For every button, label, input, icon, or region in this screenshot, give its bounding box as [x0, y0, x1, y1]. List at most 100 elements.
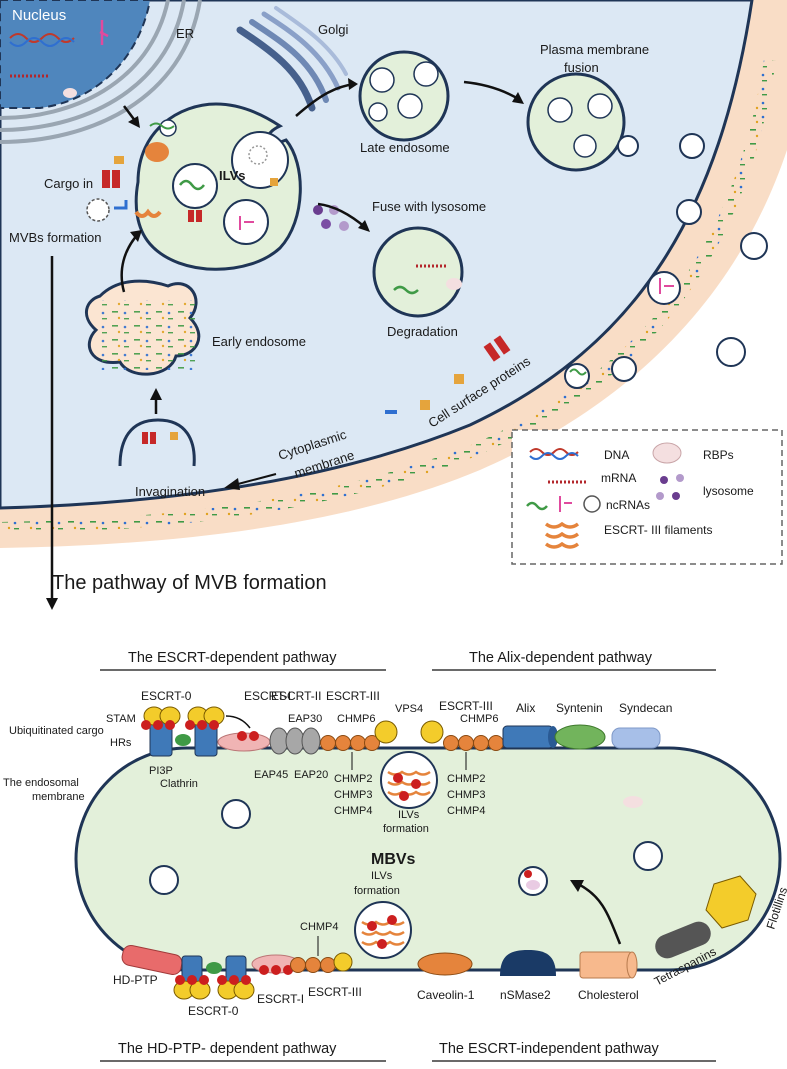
chmp3-label-right: CHMP3: [447, 789, 486, 801]
flotillin-molecule: [705, 875, 757, 929]
chmp2-label-right: CHMP2: [447, 773, 486, 785]
escrt2-label: ESCRT-II: [271, 689, 321, 703]
arrow-independent: [577, 882, 622, 945]
eap20-label: EAP20: [294, 769, 328, 781]
invagination-label: Invagination: [135, 484, 205, 499]
budding-ilv: [380, 751, 438, 809]
clathrin-label: Clathrin: [160, 778, 198, 790]
escrt0-label-top: ESCRT-0: [141, 689, 192, 703]
escrt1-label-bottom: ESCRT-I: [257, 992, 304, 1006]
escrt1-bottom: [251, 954, 301, 975]
vps4-complex: [374, 720, 444, 744]
ilvs-formation-label-top-1: ILVs: [398, 809, 420, 821]
syndecan-protein: [611, 727, 661, 749]
chmp4-label-right: CHMP4: [447, 805, 486, 817]
mvbs-formation-label: MVBs formation: [9, 230, 101, 245]
chmp6-label-right: CHMP6: [460, 713, 499, 725]
escrt1-top: [217, 731, 271, 752]
invagination: [118, 418, 196, 467]
nsmase2-label: nSMase2: [500, 988, 551, 1002]
endosomal-membrane-label-1: The endosomal: [3, 777, 79, 789]
escrt3-chain-top: [320, 735, 380, 751]
pathways-section: The ESCRT-dependent pathway The Alix-dep…: [3, 650, 787, 1062]
stam-label: STAM: [106, 713, 136, 725]
escrt0-label-bottom: ESCRT-0: [188, 1004, 239, 1018]
escrt0-top: [141, 706, 225, 757]
golgi: [236, 6, 348, 112]
section-title: The pathway of MVB formation: [52, 572, 327, 594]
caveolin-protein: [417, 952, 473, 976]
mbvs-label: MBVs: [371, 851, 416, 868]
ncrna-icon: [526, 501, 548, 511]
eap30-label: EAP30: [288, 713, 322, 725]
mvb: ILVs: [134, 102, 302, 271]
tetraspanin-molecule: [655, 921, 711, 959]
caveolin-label: Caveolin-1: [417, 988, 475, 1002]
rbp-inside: [623, 796, 643, 808]
degradation-vesicle: [372, 226, 464, 318]
early-endosome: [85, 279, 201, 376]
escrt0-bottom: [173, 955, 255, 1000]
escrt3-label-top: ESCRT-III: [326, 689, 380, 703]
chmp3-label-left: CHMP3: [334, 789, 373, 801]
hrs-label: HRs: [110, 737, 132, 749]
er-label: ER: [176, 26, 194, 41]
hdptp-dependent-title: The HD-PTP- dependent pathway: [118, 1041, 337, 1057]
legend-escrt: ESCRT- III filaments: [604, 523, 712, 537]
legend-ncrnas: ncRNAs: [606, 498, 650, 512]
chmp4-label-bottom: CHMP4: [300, 921, 339, 933]
legend-rbps: RBPs: [703, 448, 734, 462]
ilvs-label: ILVs: [219, 168, 246, 183]
cholesterol-molecule: [579, 951, 633, 979]
cargo-in-label: Cargo in: [44, 176, 93, 191]
chmp6-label-left: CHMP6: [337, 713, 376, 725]
chmp2-label-left: CHMP2: [334, 773, 373, 785]
escrt1-label-top: ESCRT-I: [244, 689, 291, 703]
outer-membrane-speckles: [0, 59, 776, 534]
hdptp-protein: [121, 944, 183, 976]
early-endosome-label: Early endosome: [212, 334, 306, 349]
ilvs-formation-label-bottom-2: formation: [354, 885, 400, 897]
arrow-to-invagination: [237, 473, 277, 485]
alix-label: Alix: [516, 701, 535, 715]
escrt-independent-title: The ESCRT-independent pathway: [439, 1041, 660, 1057]
hdptp-label: HD-PTP: [113, 973, 158, 987]
pm-fusion-label-1: Plasma membrane: [540, 42, 649, 57]
legend-box: [511, 429, 783, 565]
arrow-early-to-mvb: [120, 233, 139, 293]
syntenin-label: Syntenin: [556, 701, 603, 715]
endosomal-membrane-label-2: membrane: [32, 791, 85, 803]
legend-mrna: mRNA: [601, 471, 636, 485]
escrt3-label-bottom: ESCRT-III: [308, 985, 362, 999]
legend-dna: DNA: [604, 448, 629, 462]
degradation-label: Degradation: [387, 324, 458, 339]
late-endosome: [358, 50, 450, 142]
escrt3-bottom: [290, 952, 353, 973]
legend: DNA mRNA ncRNAs RBPs lysosome ESCRT- III…: [511, 429, 783, 565]
escrt3-label-alix: ESCRT-III: [439, 699, 493, 713]
fuse-lysosome-label: Fuse with lysosome: [372, 199, 486, 214]
alix-dependent-title: The Alix-dependent pathway: [469, 650, 653, 666]
rbps-icon: [652, 442, 682, 464]
eap45-label: EAP45: [254, 769, 288, 781]
pm-fusion-label-2: fusion: [564, 60, 599, 75]
late-endosome-label: Late endosome: [360, 140, 450, 155]
surface-receptors: [385, 335, 511, 414]
exosomes: [564, 133, 768, 389]
escrt3-chain-alix: [443, 735, 504, 751]
cargo-in-receptors: [86, 156, 162, 222]
ilvs-formation-label-bottom-1: ILVs: [371, 870, 393, 882]
syntenin-protein: [554, 724, 606, 750]
vps4-label: VPS4: [395, 703, 423, 715]
nucleus-label: Nucleus: [12, 7, 66, 24]
escrt2-complex: [269, 727, 321, 755]
ilvs-formation-label-top-2: formation: [383, 823, 429, 835]
ubiquitinated-cargo-label: Ubiquitinated cargo: [9, 725, 104, 737]
lysosome-icon: [656, 474, 684, 500]
fusing-mvb: [526, 72, 639, 172]
pi3p-label: PI3P: [149, 765, 173, 777]
nsmase2-protein: [500, 950, 556, 976]
alix-protein: [502, 725, 558, 749]
